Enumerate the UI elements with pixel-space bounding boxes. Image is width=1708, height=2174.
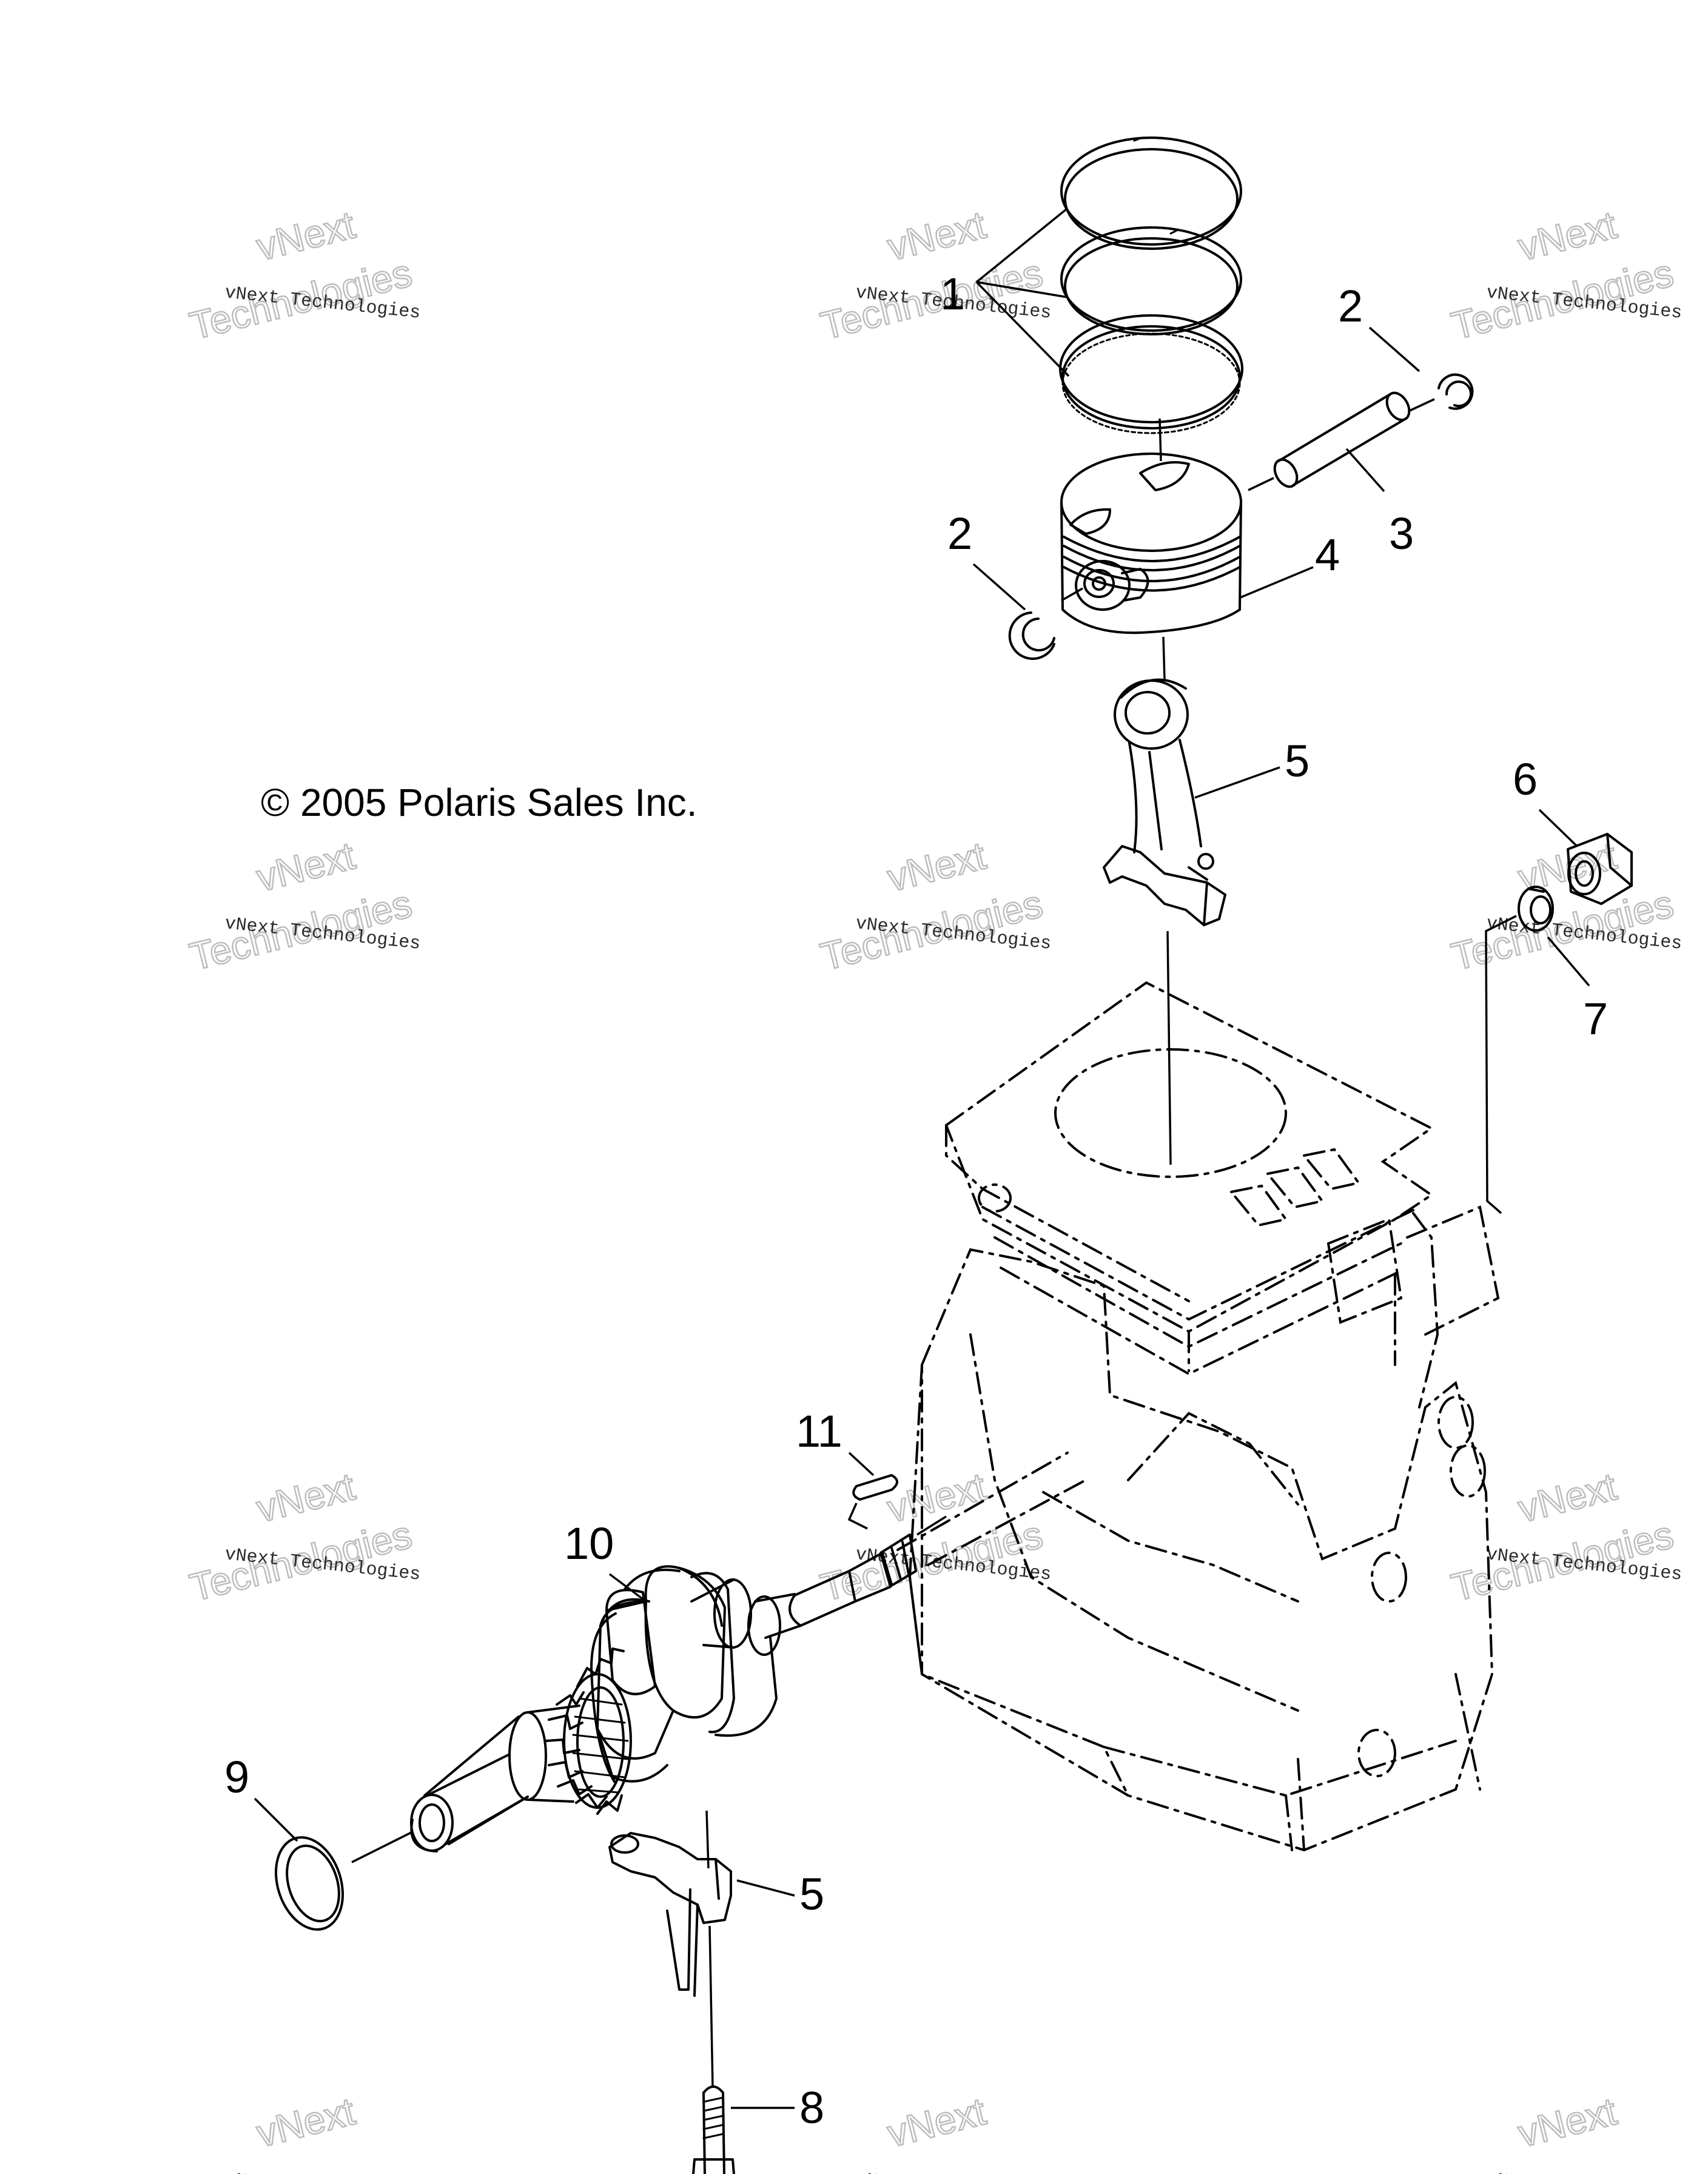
callout-11: 11 <box>796 1406 842 1456</box>
piston-pin <box>1273 391 1411 488</box>
watermark-big-top: vNext <box>883 1464 990 1530</box>
watermark-tile: vNext Technologies vNext Technologies <box>185 833 422 980</box>
watermark-big-top: vNext <box>1514 1464 1621 1530</box>
watermark-tile: vNext vNext Technologies <box>224 2088 422 2174</box>
woodruff-key <box>852 1474 898 1501</box>
watermark-tile: vNext Technologies vNext Technologies <box>185 1464 422 1610</box>
watermarks: vNext Technologies vNext Technologies vN… <box>185 202 1683 2174</box>
circlip-top <box>1437 373 1474 410</box>
crankshaft <box>410 1533 917 1853</box>
callout-8: 8 <box>799 2082 824 2133</box>
callout-2-top: 2 <box>1338 281 1363 331</box>
callout-5-upper: 5 <box>1285 736 1310 786</box>
watermark-tile: vNext Technologies vNext Technologies <box>185 202 422 349</box>
nut <box>1567 833 1633 905</box>
callout-1: 1 <box>940 269 965 319</box>
watermark-small: vNext Technologies <box>1485 2169 1683 2174</box>
rod-bolt <box>692 2085 735 2174</box>
leader-lines <box>254 208 1590 2109</box>
connecting-rod-cap <box>608 1832 732 1997</box>
callout-4: 4 <box>1315 530 1340 580</box>
circlip-top-inner <box>1445 380 1472 408</box>
callout-6: 6 <box>1513 754 1538 804</box>
watermark-big-top: vNext <box>252 203 359 269</box>
watermark-small: vNext Technologies <box>855 2169 1052 2174</box>
watermark-tile: vNext Technologies vNext Technologies <box>816 202 1052 349</box>
oil-seal <box>274 1836 345 1931</box>
callout-9: 9 <box>224 1752 249 1802</box>
connecting-rod <box>1103 678 1226 926</box>
watermark-small: vNext Technologies <box>224 2169 422 2174</box>
watermark-big-top: vNext <box>883 203 990 269</box>
callout-5-lower: 5 <box>799 1869 824 1919</box>
piston-rings <box>1059 136 1243 434</box>
watermark-big-top: vNext <box>883 833 990 900</box>
watermark-big-top: vNext <box>252 2089 359 2155</box>
crankcase-outline <box>896 981 1500 1852</box>
watermark-big-top: vNext <box>1514 203 1621 269</box>
watermark-big-top: vNext <box>252 1464 359 1530</box>
circlip-left <box>1008 611 1055 660</box>
watermark-big-top: vNext <box>1514 2089 1621 2155</box>
callout-10: 10 <box>564 1518 614 1569</box>
watermark-tile: vNext vNext Technologies <box>855 2088 1052 2174</box>
watermark-big-top: vNext <box>883 2089 990 2155</box>
watermark-tile: vNext Technologies vNext Technologies <box>1447 202 1683 349</box>
circlip-left-inner <box>1021 618 1055 651</box>
callout-3: 3 <box>1389 508 1414 559</box>
watermark-tile: vNext Technologies vNext Technologies <box>816 833 1052 980</box>
copyright-notice: © 2005 Polaris Sales Inc. <box>261 781 698 824</box>
watermark-tile: vNext vNext Technologies <box>1485 2088 1683 2174</box>
piston <box>1060 453 1242 634</box>
assembly-lines <box>351 398 1517 2087</box>
callout-7: 7 <box>1583 994 1608 1044</box>
watermark-big-top: vNext <box>252 833 359 900</box>
callout-2-left: 2 <box>947 508 972 559</box>
lock-washer <box>1518 886 1554 932</box>
callout-numbers: 1 2 3 4 2 5 6 7 11 10 9 5 8 <box>224 269 1608 2133</box>
